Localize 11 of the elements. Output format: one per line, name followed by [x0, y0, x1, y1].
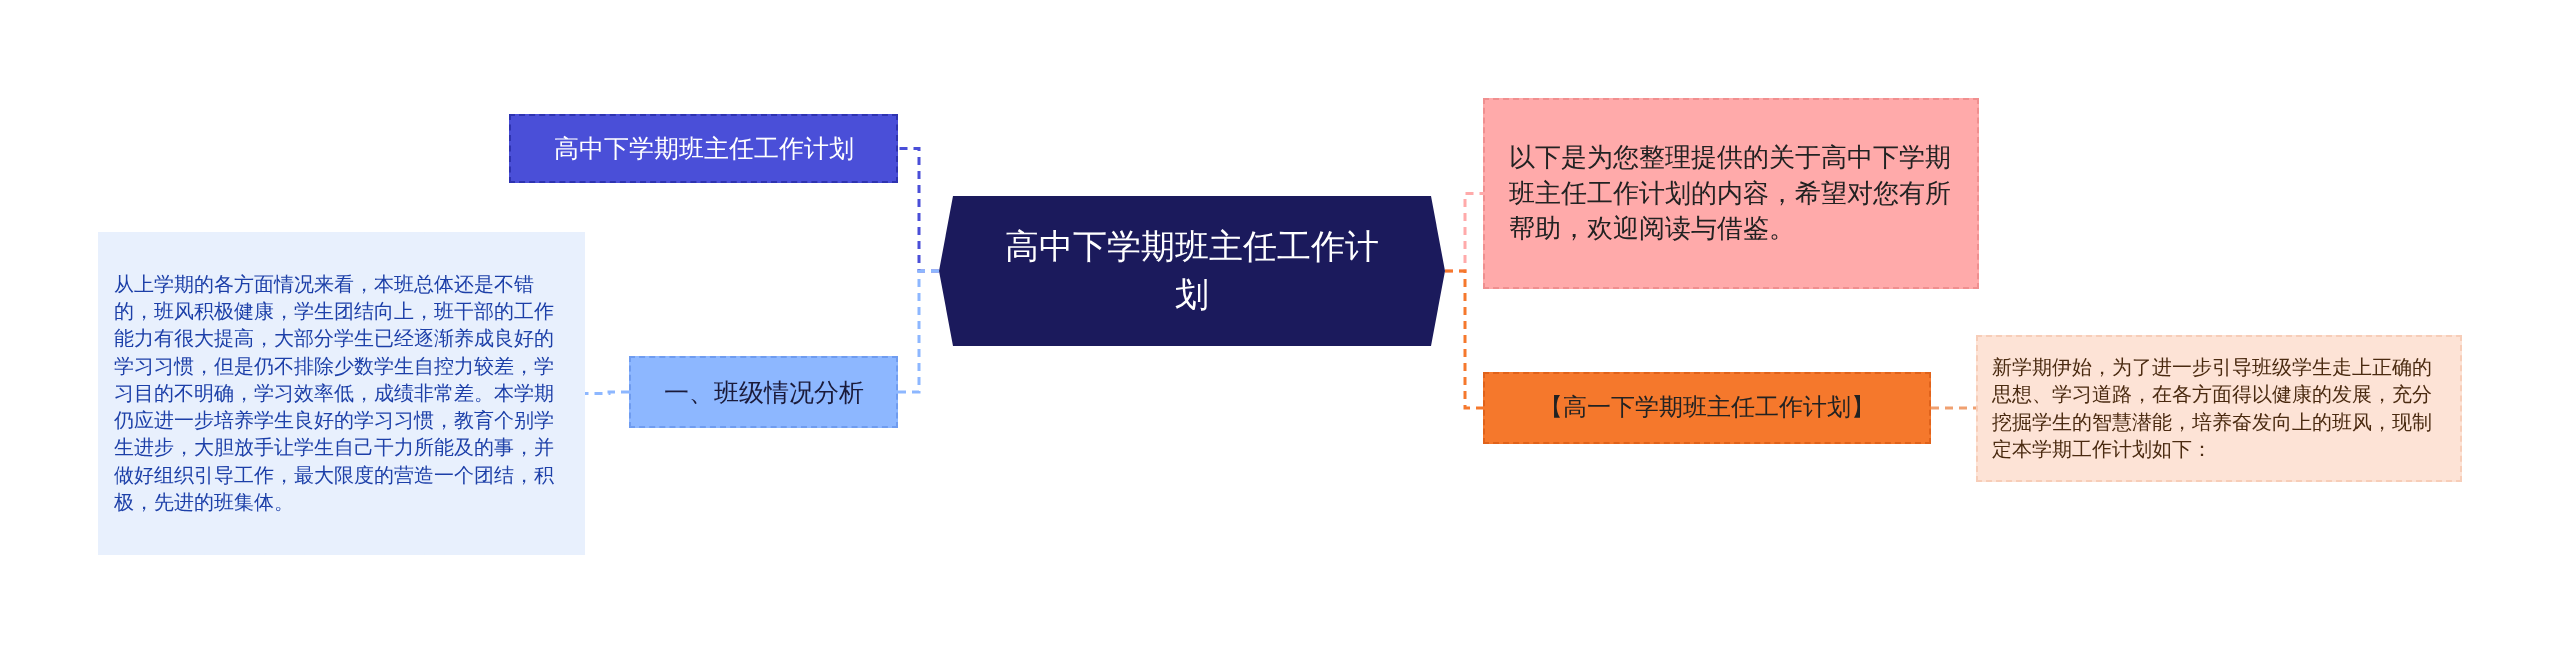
central-topic: 高中下学期班主任工作计划 [939, 196, 1445, 346]
connector [585, 390, 629, 395]
connector [898, 269, 939, 394]
connector [1445, 269, 1483, 410]
note-box: 新学期伊始，为了进一步引导班级学生走上正确的思想、学习道路，在各方面得以健康的发展，充分挖掘学生的智慧潜能，培养奋发向上的班风，现制定本学期工作计划如下： [1976, 335, 2462, 482]
connector [1931, 406, 1976, 410]
topic-box: 【高一下学期班主任工作计划】 [1483, 372, 1931, 444]
note-box: 从上学期的各方面情况来看，本班总体还是不错的，班风积极健康，学生团结向上，班干部的工作能力有很大提高，大部分学生已经逐渐养成良好的学习习惯，但是仍不排除少数学生自控力较差，学习目的不明确，学习效率低，成绩非常差。本学期仍应进一步培养学生良好的学习习惯，教育个别学生进步，大胆放手让学生自己干力所能及的事，并做好组织引导工作，最大限度的营造一个团结，积极，先进的班集体。 [98, 232, 585, 555]
topic-box: 高中下学期班主任工作计划 [509, 114, 898, 183]
topic-box: 一、班级情况分析 [629, 356, 898, 428]
note-box: 以下是为您整理提供的关于高中下学期班主任工作计划的内容，希望对您有所帮助，欢迎阅读与借鉴。 [1483, 98, 1979, 289]
